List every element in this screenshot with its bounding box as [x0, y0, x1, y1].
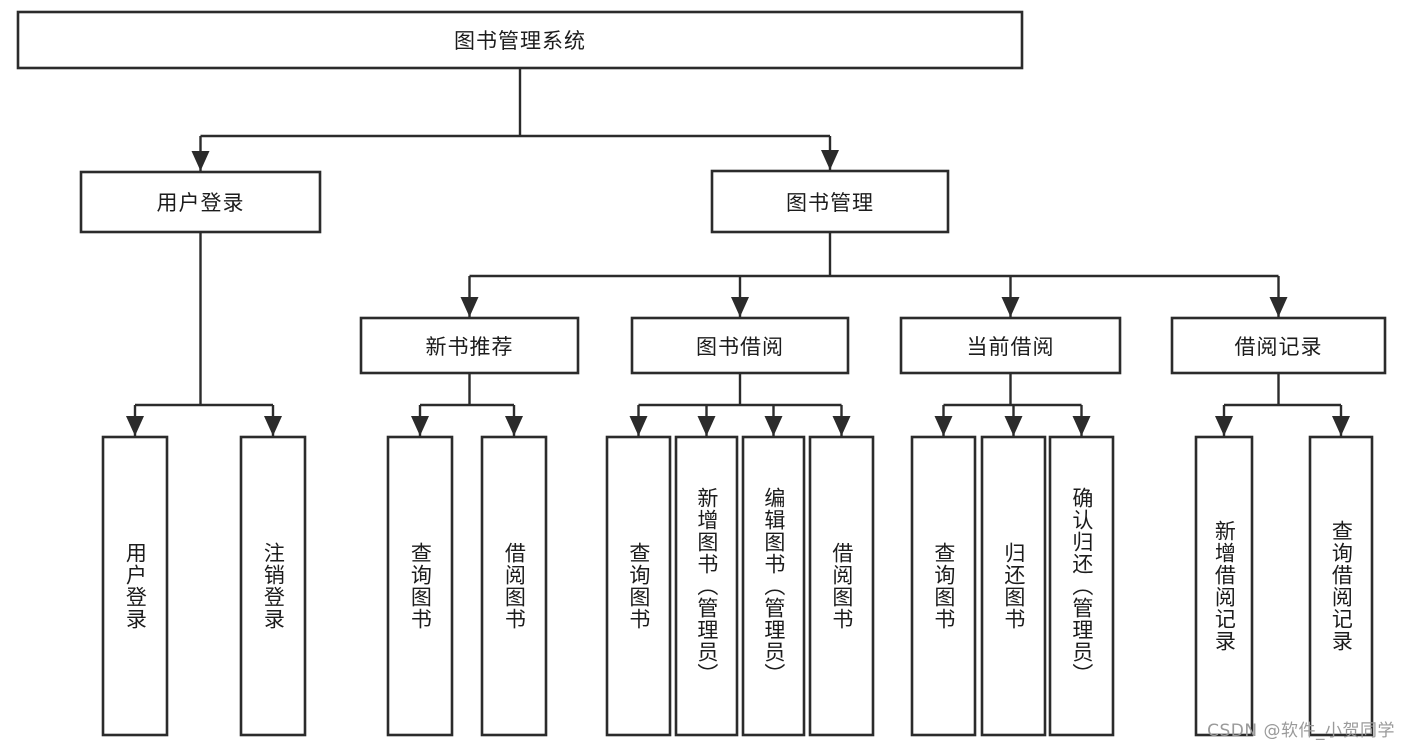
- arrow-to-leaf-user-login: [126, 416, 144, 436]
- node-leaf-confirm-return[interactable]: [1048, 435, 1115, 737]
- arrow-to-leaf-query-book-current: [934, 416, 953, 436]
- node-leaf-borrow-book-rec[interactable]: [480, 435, 548, 737]
- arrow-to-leaf-query-book-borrow: [629, 416, 648, 436]
- node-new-book-recommend[interactable]: [359, 316, 580, 375]
- arrow-to-user-login: [191, 151, 210, 171]
- arrow-to-book-manage: [821, 150, 839, 170]
- node-current-borrow[interactable]: [899, 316, 1122, 375]
- node-leaf-edit-book[interactable]: [741, 435, 806, 737]
- node-leaf-query-book-rec[interactable]: [386, 435, 454, 737]
- arrow-to-leaf-confirm-return: [1072, 416, 1091, 436]
- node-leaf-logout[interactable]: [239, 435, 307, 737]
- node-book-borrow[interactable]: [630, 316, 850, 375]
- node-book-manage[interactable]: [710, 169, 950, 234]
- node-leaf-add-record[interactable]: [1194, 435, 1254, 737]
- node-leaf-borrow-book[interactable]: [808, 435, 875, 737]
- arrow-to-leaf-return-book: [1004, 416, 1023, 436]
- arrow-to-leaf-borrow-book-rec: [505, 416, 523, 436]
- node-user-login[interactable]: [79, 170, 322, 234]
- node-leaf-query-record[interactable]: [1308, 435, 1374, 737]
- node-leaf-user-login[interactable]: [101, 435, 169, 737]
- node-leaf-add-book[interactable]: [674, 435, 739, 737]
- arrow-to-borrow-record: [1269, 297, 1288, 317]
- node-leaf-return-book[interactable]: [980, 435, 1047, 737]
- arrow-to-leaf-logout: [264, 416, 282, 436]
- arrow-to-leaf-add-book: [697, 416, 716, 436]
- arrow-to-leaf-query-book-rec: [411, 416, 429, 436]
- arrow-to-leaf-add-record: [1215, 416, 1233, 436]
- node-leaf-query-book-current[interactable]: [910, 435, 977, 737]
- arrow-to-new-book-recommend: [460, 297, 479, 317]
- arrow-to-leaf-borrow-book: [832, 416, 851, 436]
- node-root[interactable]: [16, 10, 1024, 70]
- arrow-to-current-borrow: [1001, 297, 1020, 317]
- node-leaf-query-book-borrow[interactable]: [605, 435, 672, 737]
- arrow-to-leaf-query-record: [1332, 416, 1350, 436]
- watermark-text: CSDN @软件_小贺同学: [1207, 721, 1395, 741]
- arrow-to-leaf-edit-book: [764, 416, 783, 436]
- node-borrow-record[interactable]: [1170, 316, 1387, 375]
- arrow-to-book-borrow: [731, 297, 749, 317]
